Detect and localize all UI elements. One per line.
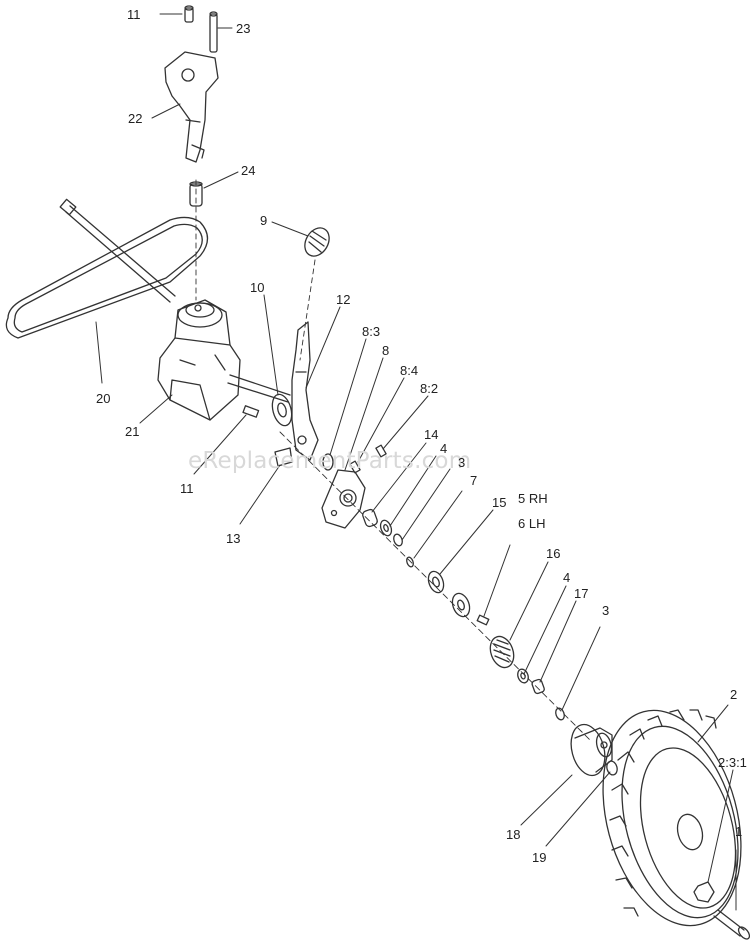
- part-14-bearing: [362, 508, 378, 528]
- part-3b-ring: [555, 707, 565, 721]
- label-16: 16: [546, 546, 561, 561]
- part-9-cap: [304, 227, 330, 257]
- label-17: 17: [574, 586, 589, 601]
- label-11-top: 11: [127, 7, 141, 22]
- part-21-gearbox: [157, 299, 241, 421]
- label-13: 13: [226, 531, 241, 546]
- label-20: 20: [96, 391, 111, 406]
- part-4b-washer: [517, 668, 529, 684]
- label-3-a: 3: [458, 455, 466, 470]
- label-8: 8: [382, 343, 390, 358]
- part-12-lever: [291, 321, 319, 461]
- label-3-b: 3: [602, 603, 610, 618]
- label-5-rh: 5 RH: [518, 491, 548, 506]
- part-3-ring-b: [406, 556, 414, 568]
- label-22: 22: [128, 111, 143, 126]
- part-13-clip: [274, 447, 293, 467]
- label-10: 10: [250, 280, 265, 295]
- part-8-2-pin: [375, 444, 387, 458]
- part-1-bolt: [713, 909, 750, 940]
- drive-shaft: [59, 198, 291, 403]
- label-15: 15: [492, 495, 507, 510]
- label-18: 18: [506, 827, 521, 842]
- leader-lines: [95, 13, 737, 911]
- label-11-bottom: 11: [180, 481, 194, 496]
- part-22-bracket: [164, 51, 219, 163]
- part-8-bracket: [321, 469, 366, 529]
- label-23: 23: [236, 21, 251, 36]
- label-1: 1: [735, 824, 743, 839]
- label-24: 24: [241, 163, 256, 178]
- part-2-3-1-nut: [693, 881, 715, 903]
- part-19-washer: [606, 760, 618, 776]
- assembly-axis-9: [299, 259, 316, 361]
- label-9: 9: [260, 213, 268, 228]
- part-2-wheel: [602, 709, 742, 927]
- label-14: 14: [424, 427, 439, 442]
- part-20-belt: [5, 216, 209, 339]
- part-15-washer: [451, 592, 471, 618]
- part-7-washer: [427, 570, 445, 594]
- label-7: 7: [470, 473, 478, 488]
- part-8-4-pin: [349, 460, 361, 474]
- label-8-4: 8:4: [400, 363, 419, 378]
- part-24-spacer: [189, 181, 203, 207]
- label-8-2: 8:2: [420, 381, 439, 396]
- part-23-pin: [209, 11, 218, 53]
- part-4-washer: [379, 519, 393, 537]
- label-4-b: 4: [563, 570, 571, 585]
- part-8-3-bushing: [322, 453, 334, 471]
- part-11-key: [242, 405, 260, 418]
- label-6-lh: 6 LH: [518, 516, 546, 531]
- label-19: 19: [532, 850, 547, 865]
- part-16-gear: [489, 635, 515, 669]
- part-17-bushing: [531, 678, 545, 695]
- label-21: 21: [125, 424, 140, 439]
- label-4-a: 4: [440, 441, 448, 456]
- label-2: 2: [730, 687, 738, 702]
- label-2-3-1: 2:3:1: [718, 755, 747, 770]
- part-3-ring: [393, 533, 403, 547]
- label-12: 12: [336, 292, 351, 307]
- part-5-6-key: [476, 614, 490, 626]
- watermark: eReplacementParts.com: [188, 448, 472, 474]
- label-8-3: 8:3: [362, 324, 381, 339]
- assembly-axis: [279, 431, 591, 741]
- part-18-hub: [570, 723, 613, 777]
- part-11-pin: [184, 5, 194, 23]
